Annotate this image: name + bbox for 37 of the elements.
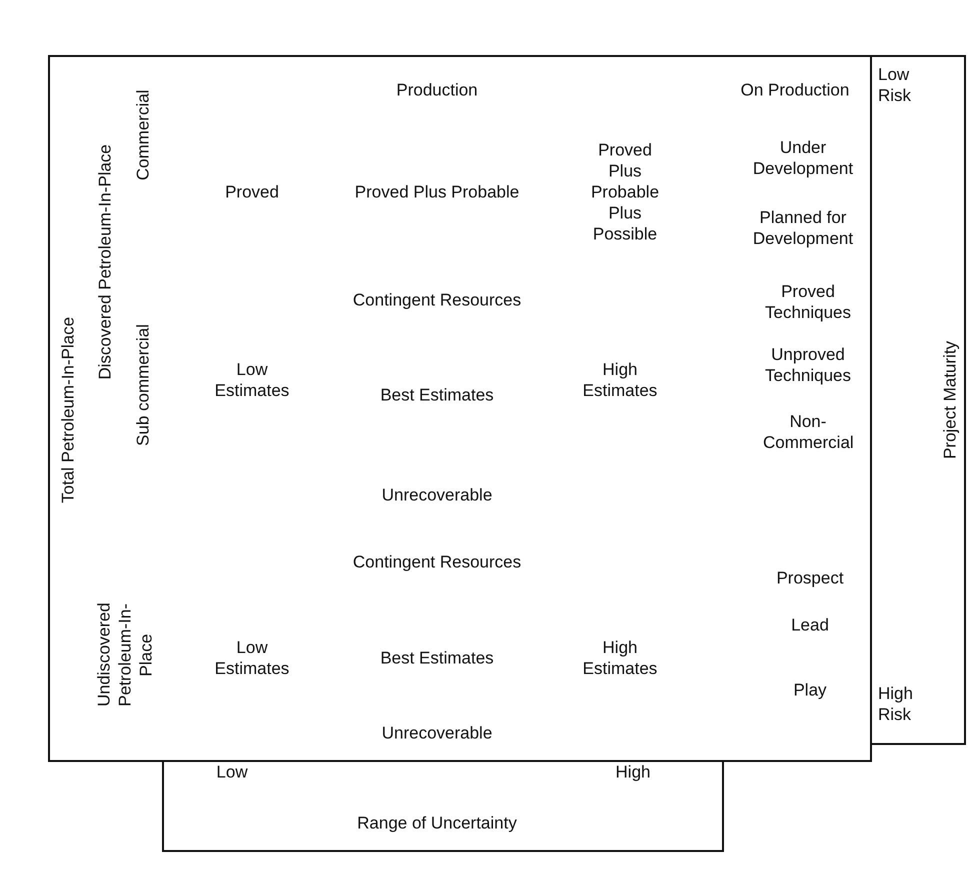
- category-label: Under Development: [752, 137, 854, 179]
- category-label: On Production: [740, 80, 850, 100]
- category-label: Unrecoverable: [380, 484, 494, 506]
- scale-label: Range of Uncertainty: [356, 812, 518, 834]
- scale-label: High: [614, 762, 652, 782]
- category-label: Non-Commercial: [763, 411, 853, 453]
- category-label: Undiscovered Petroleum-In-Place: [94, 602, 156, 708]
- scale-label: Low Risk: [878, 64, 912, 106]
- uncertainty-scale-box: [162, 760, 724, 852]
- category-label: Proved: [224, 182, 280, 202]
- category-label: Low Estimates: [214, 637, 290, 679]
- maturity-scale-box: [870, 55, 966, 745]
- category-label: Commercial: [132, 90, 154, 180]
- category-label: Best Estimates: [379, 648, 495, 668]
- category-label: High Estimates: [582, 637, 658, 679]
- category-label: Unrecoverable: [380, 722, 494, 744]
- category-label: Sub commercial: [132, 324, 154, 446]
- category-label: Unproved Techniques: [764, 344, 852, 386]
- category-label: Proved Plus Probable: [354, 182, 520, 202]
- category-label: Contingent Resources: [352, 290, 522, 310]
- category-label: Discovered Petroleum-In-Place: [94, 144, 116, 380]
- category-label: Contingent Resources: [352, 552, 522, 572]
- category-label: Proved Techniques: [764, 281, 852, 323]
- classification-frame: [48, 55, 872, 762]
- category-label: Play: [792, 680, 828, 700]
- category-label: Best Estimates: [379, 384, 495, 406]
- category-label: Total Petroleum-In-Place: [58, 316, 78, 504]
- category-label: Low Estimates: [214, 359, 290, 401]
- category-label: Planned for Development: [752, 207, 854, 249]
- scale-label: Project Maturity: [940, 340, 960, 460]
- category-label: Lead: [790, 614, 830, 636]
- category-label: Production: [395, 80, 479, 100]
- category-label: Prospect: [775, 568, 845, 588]
- scale-label: Low: [215, 762, 249, 782]
- category-label: High Estimates: [582, 359, 658, 401]
- scale-label: High Risk: [878, 683, 914, 725]
- category-label: Proved Plus Probable Plus Possible: [590, 140, 660, 244]
